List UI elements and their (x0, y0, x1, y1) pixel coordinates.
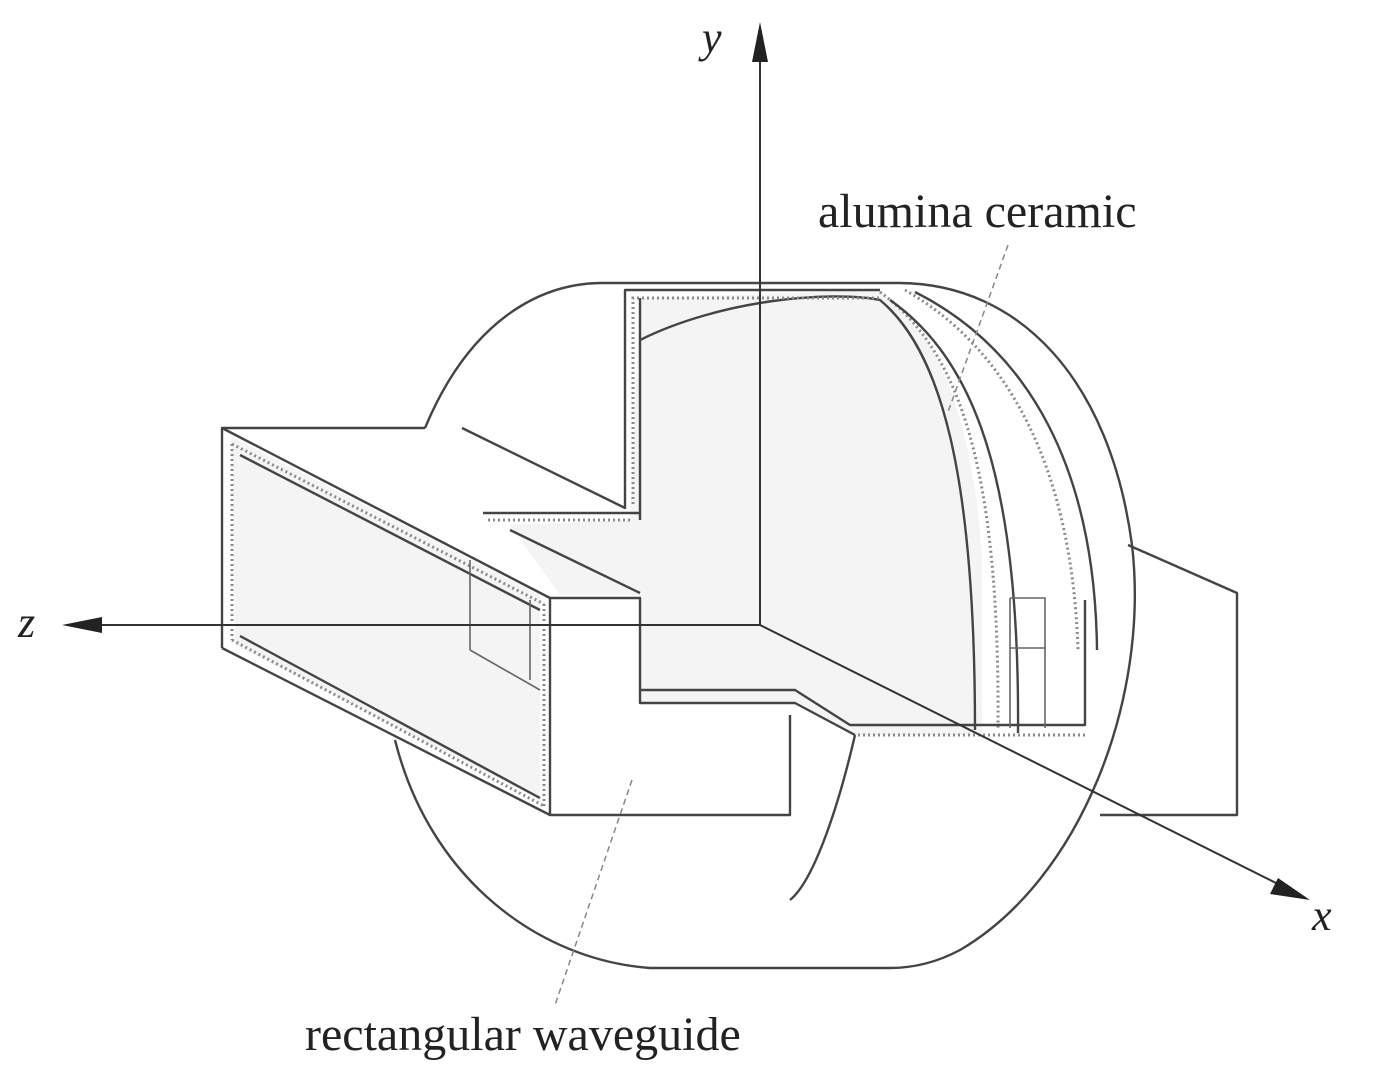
lower-step-block (542, 596, 1087, 901)
left-waveguide (220, 426, 551, 817)
waveguide-leader (554, 779, 633, 1006)
y-axis-arrowhead (752, 22, 768, 62)
x-axis (759, 624, 1301, 896)
z-axis-arrowhead (62, 617, 102, 633)
x-axis-arrowhead (1270, 878, 1310, 900)
ceramic-disk (639, 288, 1099, 734)
pillbox-outline (393, 281, 1136, 970)
rectangular-waveguide-label: rectangular waveguide (305, 1008, 741, 1061)
coordinate-axes (62, 22, 1310, 900)
ceramic-leader (947, 244, 1009, 413)
cavity-cutaway (461, 288, 880, 595)
alumina-ceramic-label: alumina ceramic (818, 185, 1137, 238)
z-axis-label: z (17, 598, 35, 647)
interior-faces (232, 290, 982, 800)
right-waveguide-stub (1100, 543, 1239, 817)
y-axis-label: y (698, 13, 722, 62)
x-axis-label: x (1311, 891, 1332, 940)
